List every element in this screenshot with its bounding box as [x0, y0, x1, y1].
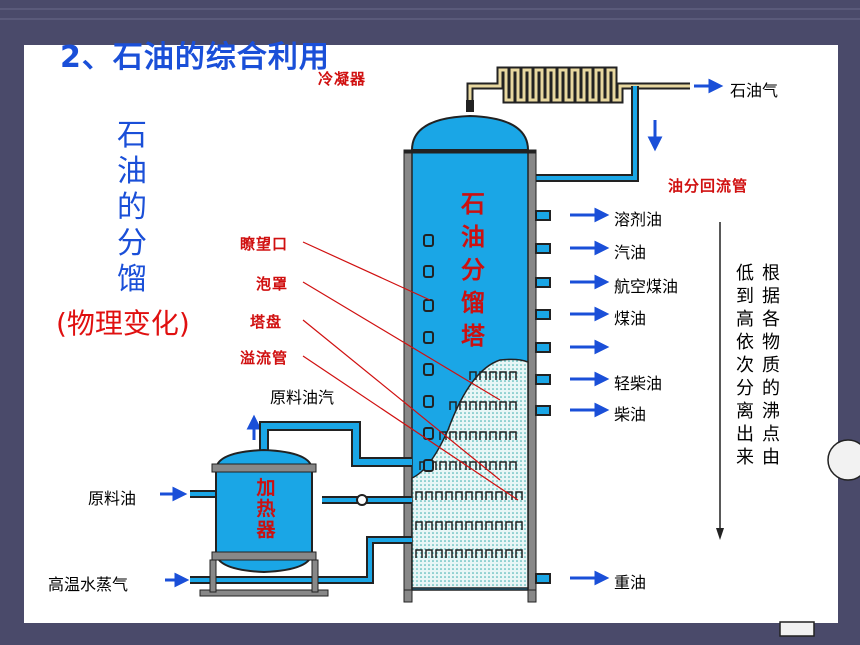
tower-char: 油: [461, 223, 485, 251]
note-char: 依: [736, 332, 754, 353]
crude-oil-label: 原料油: [88, 489, 137, 508]
heater-char: 热: [256, 498, 276, 520]
tower-char: 塔: [461, 322, 485, 350]
heater-label: 加 热 器: [252, 478, 280, 541]
jet-fuel-label: 航空煤油: [614, 277, 679, 296]
tower-label: 石 油 分 馏 塔: [456, 188, 490, 353]
gasoline-label: 汽油: [614, 243, 647, 262]
heading-char: 石: [117, 118, 147, 153]
note-char: 沸: [762, 401, 780, 422]
note-char: 据: [762, 286, 780, 307]
heater-char: 器: [256, 519, 276, 541]
condenser-label: 冷凝器: [318, 70, 367, 88]
output-arrows: [160, 78, 724, 588]
steam-label: 高温水蒸气: [48, 575, 129, 594]
distillation-heading: 石 油 的 分 馏: [112, 118, 152, 298]
heavy-oil-label: 重油: [614, 573, 647, 592]
bubble-cap-label: 泡罩: [256, 275, 289, 293]
fractionating-tower: [403, 114, 537, 603]
note-char: 根: [762, 263, 780, 284]
side-outlets: [535, 210, 551, 584]
petroleum-gas-label: 石油气: [730, 81, 779, 100]
note-char: 质: [762, 355, 780, 376]
tower-char: 馏: [461, 289, 485, 317]
note-char: 离: [736, 401, 754, 422]
tower-char: 分: [461, 256, 485, 284]
page-title: 2、石油的综合利用: [60, 40, 330, 75]
heater-char: 加: [256, 477, 276, 499]
heading-char: 的: [117, 190, 147, 225]
note-char: 低: [736, 263, 754, 284]
solvent-oil-label: 溶剂油: [614, 210, 663, 229]
note-char: 次: [736, 355, 754, 376]
condenser-coil-inner: [468, 68, 690, 102]
heading-char: 油: [117, 154, 147, 189]
background-stripe: [0, 18, 860, 20]
note-char: 的: [762, 378, 780, 399]
boiling-note-col2: 低 到 高 依 次 分 离 出 来: [734, 262, 756, 469]
note-char: 出: [736, 424, 754, 445]
heading-char: 馏: [117, 262, 147, 297]
vapor-pipe: [259, 421, 412, 467]
note-char: 分: [736, 378, 754, 399]
crude-vapor-label: 原料油汽: [270, 388, 335, 407]
downcomer-label: 溢流管: [240, 349, 289, 367]
heater-vessel: [199, 448, 329, 597]
note-char: 点: [762, 424, 780, 445]
note-char: 各: [762, 309, 780, 330]
physical-change-label: (物理变化): [56, 307, 190, 340]
note-char: 由: [762, 447, 780, 468]
leader-lines: [302, 241, 519, 501]
note-char: 到: [736, 286, 754, 307]
tray-label: 塔盘: [250, 313, 283, 331]
note-char: 物: [762, 332, 780, 353]
boiling-note-col1: 根 据 各 物 质 的 沸 点 由: [760, 262, 782, 469]
background-stripe: [0, 8, 860, 10]
diesel-label: 柴油: [614, 405, 647, 424]
note-char: 高: [736, 309, 754, 330]
note-char: 来: [736, 447, 754, 468]
heading-char: 分: [117, 226, 147, 261]
sight-glass-label: 瞭望口: [240, 235, 289, 253]
light-diesel-label: 轻柴油: [614, 374, 663, 393]
reflux-pipe-label: 油分回流管: [668, 177, 749, 195]
kerosene-label: 煤油: [614, 309, 647, 328]
tower-char: 石: [461, 190, 485, 218]
